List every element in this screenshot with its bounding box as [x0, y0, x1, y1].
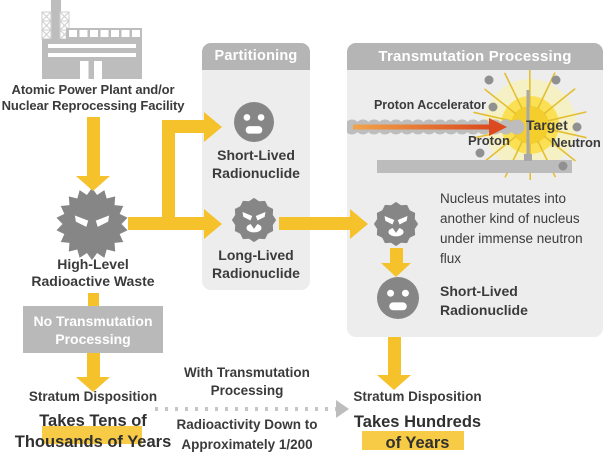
partitioning-panel: Partitioning: [202, 43, 310, 290]
facility-caption-line2: Nuclear Reprocessing Facility: [1, 97, 185, 113]
no-transmutation-line2: Processing: [55, 331, 131, 347]
long-lived-line1: Long-Lived: [218, 247, 294, 263]
radioactivity-line1: Radioactivity Down to: [176, 417, 318, 432]
arrow-to-short-lived-head: [204, 112, 222, 142]
short-lived-line1: Short-Lived: [217, 147, 295, 163]
stratum-disposition-left: Stratum Disposition: [28, 389, 158, 404]
arrow-panel-to-stratum-bar: [388, 337, 401, 375]
arrow-to-transmutation-bar: [279, 217, 350, 230]
base-bar: [377, 160, 572, 173]
arrow-to-short-lived-bar: [162, 120, 204, 133]
short-lived-line2: Radionuclide: [212, 164, 300, 181]
factory-icon: [41, 0, 142, 79]
long-lived-label: Long-Lived Radionuclide: [202, 247, 310, 282]
duration-right-line1: Takes Hundreds: [353, 413, 482, 431]
facility-caption-line1: Atomic Power Plant and/or: [11, 82, 175, 97]
neutron-label: Neutron: [551, 135, 601, 150]
branch-vertical-bar: [162, 120, 175, 230]
waste-caption-line1: High-Level: [57, 256, 129, 272]
neutron-dots: [475, 75, 582, 171]
target-label: Target: [526, 117, 568, 133]
short-lived-result-icon: [377, 277, 419, 319]
arrow-box-to-stratum-bar: [87, 353, 100, 377]
proton-label: Proton: [468, 133, 510, 148]
radioactive-waste-icon: [56, 187, 128, 261]
proton-accelerator-graphic: [347, 70, 587, 180]
arrow-box-to-stratum-head: [76, 377, 110, 392]
arrow-to-transmutation-head: [350, 209, 368, 239]
mutation-note: Nucleus mutates into another kind of nuc…: [440, 191, 583, 266]
arrow-mutation-head: [381, 263, 411, 277]
dotted-arrow-line: [155, 407, 336, 411]
short-lived-result-label: Short-Lived Radionuclide: [440, 282, 528, 319]
duration-right-line2: of Years: [385, 434, 450, 452]
connector-waste-to-box: [88, 293, 99, 306]
duration-left-line1: Takes Tens of: [39, 412, 147, 430]
stratum-disposition-right: Stratum Disposition: [353, 389, 482, 404]
duration-left-line2: Thousands of Years: [14, 433, 172, 451]
with-transmutation-line2: Processing: [210, 382, 284, 398]
arrow-panel-to-stratum-head: [377, 375, 411, 390]
mutating-nuclide-icon: [373, 201, 419, 247]
duration-left: Takes Tens of Thousands of Years: [0, 411, 186, 453]
partitioning-title: Partitioning: [202, 43, 310, 70]
duration-right: Takes Hundreds of Years: [325, 412, 510, 454]
with-transmutation-line1: With Transmutation: [184, 365, 310, 380]
proton-accelerator-label: Proton Accelerator: [373, 98, 487, 112]
short-lived-nuclide-icon: [234, 102, 274, 142]
dotted-arrow-head: [336, 400, 349, 418]
highlight-left: [42, 426, 142, 444]
short-lived-label: Short-Lived Radionuclide: [202, 147, 310, 182]
with-transmutation-label: With Transmutation Processing: [157, 364, 337, 399]
arrow-mutation-bar: [390, 248, 403, 263]
short-lived-result-line1: Short-Lived: [440, 283, 518, 299]
arrow-factory-to-waste-bar: [87, 117, 100, 176]
arrow-factory-to-waste-head: [76, 176, 110, 191]
proton-beam-arrow: [353, 124, 489, 130]
facility-caption: Atomic Power Plant and/or Nuclear Reproc…: [0, 82, 186, 113]
transmutation-title: Transmutation Processing: [347, 43, 603, 70]
arrow-to-long-lived-bar: [128, 217, 204, 230]
highlight-right: [362, 431, 464, 450]
waste-caption: High-Level Radioactive Waste: [2, 256, 184, 290]
arrow-to-long-lived-head: [204, 209, 222, 239]
waste-caption-line2: Radioactive Waste: [31, 273, 155, 289]
no-transmutation-box: No Transmutation Processing: [23, 306, 163, 353]
long-lived-line2: Radionuclide: [212, 264, 300, 281]
no-transmutation-line1: No Transmutation: [33, 313, 153, 329]
radioactivity-label: Radioactivity Down to Approximately 1/20…: [157, 415, 337, 454]
short-lived-result-line2: Radionuclide: [440, 301, 528, 318]
radioactivity-line2: Approximately 1/200: [181, 436, 313, 452]
long-lived-nuclide-icon: [231, 197, 277, 243]
